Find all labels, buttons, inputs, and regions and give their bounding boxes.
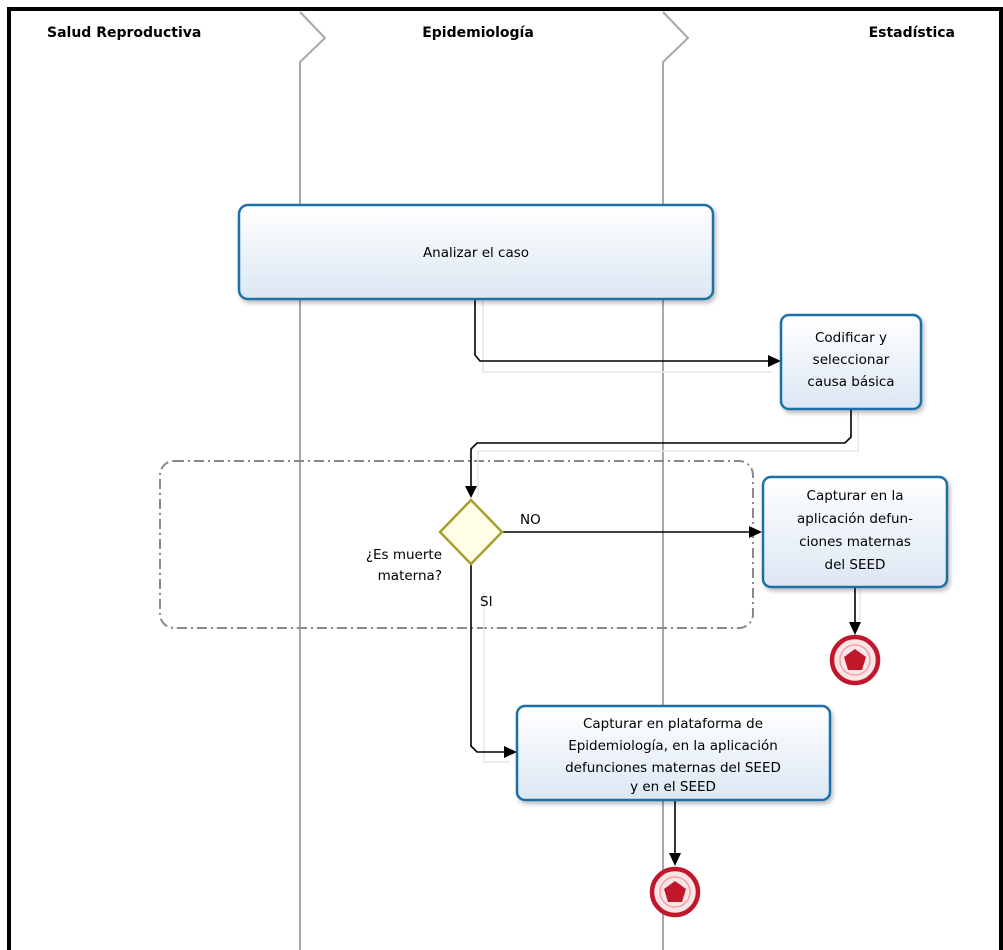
gateway-es-muerte-materna[interactable] [438,498,504,566]
task-aplicacion-line-4: del SEED [825,557,886,573]
end-event-plataforma [649,866,701,918]
lane-label-epidemiologia: Epidemiología [422,25,534,41]
end-event-plataforma-icon [664,881,686,902]
task-aplicacion-line-3: ciones maternas [799,534,911,550]
task-capturar-plataforma[interactable]: Capturar en plataforma de Epidemiología,… [515,704,832,802]
lane-divider-2 [662,11,690,950]
arrow-to-plataforma [504,746,517,758]
task-aplicacion-line-1: Capturar en la [807,488,904,504]
gateway-question-line-1: ¿Es muerte [366,547,442,563]
lane-label-salud: Salud Reproductiva [47,25,201,41]
arrow-to-gateway [465,486,477,498]
task-plataforma-line-3: defunciones maternas del SEED [565,760,781,776]
arrow-to-end-1 [849,622,861,635]
task-plataforma-line-2: Epidemiología, en la aplicación [568,738,778,754]
gateway-no-label: NO [520,512,541,528]
task-capturar-aplicacion[interactable]: Capturar en la aplicación defun- ciones … [761,475,949,589]
flow-analizar-to-codificar [474,300,773,362]
connectors [470,300,856,856]
task-analizar-label: Analizar el caso [423,245,529,261]
task-codificar-line-3: causa básica [807,374,894,390]
gateway-si-label: SI [480,594,493,610]
flow-gateway-si [470,564,508,753]
task-analizar-el-caso[interactable]: Analizar el caso [237,203,715,301]
diagram-frame [7,7,1003,950]
gateway-question-line-2: materna? [378,568,442,584]
task-plataforma-line-1: Capturar en plataforma de [583,716,763,732]
arrow-to-end-2 [669,853,681,866]
end-event-aplicacion [829,634,881,686]
task-plataforma-line-4: y en el SEED [630,779,716,795]
task-codificar[interactable]: Codificar y seleccionar causa básica [779,313,923,411]
flow-codificar-to-gateway [470,410,852,490]
decision-group-box [159,460,754,629]
task-codificar-line-1: Codificar y [815,330,887,346]
arrowheads [465,355,861,866]
arrow-to-codificar [768,355,781,367]
arrow-to-aplicacion [749,526,762,538]
connector-shadows [477,300,861,763]
task-aplicacion-line-2: aplicación defun- [797,511,913,527]
task-codificar-line-2: seleccionar [813,352,890,368]
end-event-aplicacion-icon [844,649,866,670]
lane-label-estadistica: Estadística [869,25,955,41]
lane-divider-1 [299,11,327,950]
